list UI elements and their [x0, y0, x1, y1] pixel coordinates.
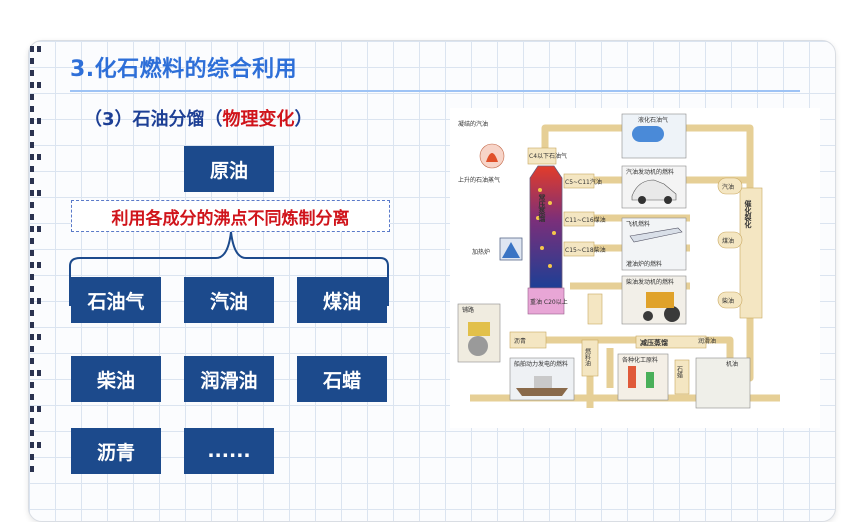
diagram-use-lpg: 液化石油气 [638, 116, 668, 124]
diagram-use-diesel-engine: 柴油发动机的燃料 [626, 278, 674, 286]
binder-dash [37, 298, 41, 304]
diagram-tag-kerosene: 煤油 [722, 237, 734, 245]
title-underline [70, 90, 800, 92]
binder-dash [30, 274, 34, 280]
diagram-label-fraction-gas: C4以下石油气 [529, 152, 567, 160]
binder-dash [30, 142, 34, 148]
binder-dash [30, 250, 34, 256]
diagram-label-furnace: 加热炉 [472, 248, 490, 256]
diagram-label-fraction-diesel: C15~C18柴油 [565, 246, 606, 254]
binder-dash [30, 154, 34, 160]
binder-dash [30, 286, 34, 292]
binder-dash [30, 442, 34, 448]
diagram-label-fraction-gasoline: C5~C11汽油 [565, 178, 602, 186]
binder-dash [30, 334, 34, 340]
product-box-asphalt: 沥青 [71, 428, 161, 474]
section-subtitle: （3）石油分馏（物理变化） [84, 105, 313, 131]
product-box-lubricant: 润滑油 [184, 356, 274, 402]
binder-dash [30, 58, 34, 64]
diagram-use-engine-oil: 机油 [726, 360, 738, 368]
diagram-tag-gasoline: 汽油 [722, 183, 734, 191]
binder-dash [30, 346, 34, 352]
binder-dash [30, 178, 34, 184]
binder-dash [30, 118, 34, 124]
subtitle-suffix: ） [294, 109, 313, 130]
binder-dash [30, 166, 34, 172]
distillation-diagram: 凝结的汽油 上升的石油蒸气 常压蒸馏 加热炉 C4以下石油气 C5~C11汽油 … [450, 108, 820, 428]
diagram-use-car-fuel: 汽油发动机的燃料 [626, 168, 674, 176]
diagram-label-fuel-oil: 燃料油 [584, 347, 591, 367]
diagram-use-stove: 灌油炉的燃料 [626, 260, 662, 268]
diagram-use-chemicals: 各种化工原料 [622, 356, 658, 364]
product-box-diesel: 柴油 [71, 356, 161, 402]
binder-dash [37, 406, 41, 412]
slide-title: 3.化石燃料的综合利用 [70, 57, 298, 82]
binder-dash [30, 310, 34, 316]
diagram-label-tower: 常压蒸馏 [538, 193, 547, 223]
binder-dash [37, 154, 41, 160]
product-box-gasoline: 汽油 [184, 277, 274, 323]
diagram-label-residue: 重油 C20以上 [530, 298, 568, 306]
binder-dash [30, 370, 34, 376]
binder-dash [37, 46, 41, 52]
diagram-label-asphalt: 沥青 [514, 337, 526, 345]
binder-dash [37, 442, 41, 448]
binder-dash [30, 202, 34, 208]
binder-dash [37, 334, 41, 340]
product-box-paraffin: 石蜡 [297, 356, 387, 402]
diagram-label-paraffin: 石蜡 [676, 366, 683, 379]
diagram-tag-diesel: 柴油 [722, 297, 734, 305]
binder-dash [30, 226, 34, 232]
diagram-label-fraction-kerosene: C11~C16煤油 [565, 216, 606, 224]
diagram-figure: 凝结的汽油 上升的石油蒸气 常压蒸馏 加热炉 C4以下石油气 C5~C11汽油 … [457, 113, 780, 409]
diagram-use-aviation: 飞机燃料 [626, 220, 650, 228]
binder-dash [30, 298, 34, 304]
product-box-liquefied-gas: 石油气 [71, 277, 161, 323]
principle-box: 利用各成分的沸点不同炼制分离 [71, 200, 390, 232]
binder-dash [30, 214, 34, 220]
binder-dash [30, 394, 34, 400]
binder-dash [30, 238, 34, 244]
binder-rings [30, 46, 41, 476]
binder-dash [30, 382, 34, 388]
binder-dash [30, 358, 34, 364]
binder-dash [37, 190, 41, 196]
diagram-label-vapor: 上升的石油蒸气 [458, 176, 500, 184]
binder-dash [30, 70, 34, 76]
binder-dash [37, 82, 41, 88]
subtitle-highlight: 物理变化 [222, 109, 295, 130]
binder-dash [30, 262, 34, 268]
binder-dash [30, 82, 34, 88]
brace-connector [69, 231, 389, 306]
binder-dash [30, 430, 34, 436]
diagram-label-vacuum: 减压蒸馏 [640, 338, 668, 347]
binder-dash [37, 226, 41, 232]
binder-dash [30, 106, 34, 112]
binder-dash [30, 322, 34, 328]
binder-dash [30, 94, 34, 100]
binder-dash [30, 466, 34, 472]
binder-dash [30, 190, 34, 196]
binder-dash [37, 118, 41, 124]
binder-dash [30, 46, 34, 52]
binder-dash [30, 130, 34, 136]
diagram-label-lubricant: 润滑油 [698, 337, 716, 345]
diagram-use-paving: 铺路 [462, 306, 474, 314]
product-box-more: ...... [184, 428, 274, 474]
crude-oil-box: 原油 [184, 146, 274, 192]
diagram-label-condensed: 凝结的汽油 [458, 120, 488, 128]
diagram-label-cracking: 催化裂化 [744, 199, 753, 229]
binder-dash [30, 406, 34, 412]
diagram-use-ship: 船舶动力发电的燃料 [514, 360, 568, 368]
binder-dash [30, 454, 34, 460]
binder-dash [37, 262, 41, 268]
binder-dash [37, 370, 41, 376]
product-box-kerosene: 煤油 [297, 277, 387, 323]
binder-dash [30, 418, 34, 424]
subtitle-prefix: （3）石油分馏（ [84, 109, 223, 130]
